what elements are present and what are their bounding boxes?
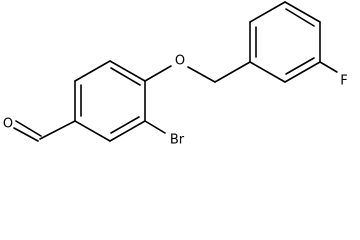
- bond-aldehyde-c-o-double-b: [13, 127, 39, 142]
- bond-ring2-5-inner: [285, 57, 315, 75]
- bond-ring2-3-inner: [285, 8, 315, 27]
- bond-ether-o-ch2: [187, 66, 216, 83]
- bond-ring1-6: [74, 120, 111, 142]
- bond-ring1-3-inner: [110, 67, 141, 86]
- atom-label-fluorine: F: [340, 74, 347, 89]
- bond-ring-f: [319, 61, 338, 73]
- atom-label-bromine: Br: [170, 133, 185, 148]
- bond-ring1-5-inner: [110, 116, 140, 134]
- bond-aldehyde-c-o-double-a: [15, 120, 42, 137]
- molecule-structure: O Br O F: [3, 1, 348, 148]
- atom-label-ether-oxygen: O: [175, 54, 185, 69]
- bond-ring-ether-o: [144, 65, 172, 82]
- bond-aldehyde-c-ring: [39, 120, 76, 140]
- bond-ring1-2: [74, 60, 111, 82]
- bonds: [13, 1, 338, 142]
- bond-ring2-6: [249, 61, 286, 83]
- bond-ring2-5: [284, 61, 321, 83]
- bond-ring2-2: [249, 1, 286, 23]
- bond-ring-br: [144, 120, 166, 134]
- bond-ring1-3: [109, 60, 146, 82]
- bond-ring2-3: [284, 1, 321, 23]
- bond-ring1-5: [109, 120, 146, 142]
- atom-label-aldehyde-oxygen: O: [3, 117, 13, 132]
- atom-labels: O Br O F: [3, 54, 348, 148]
- bond-ch2-ring2: [214, 61, 251, 83]
